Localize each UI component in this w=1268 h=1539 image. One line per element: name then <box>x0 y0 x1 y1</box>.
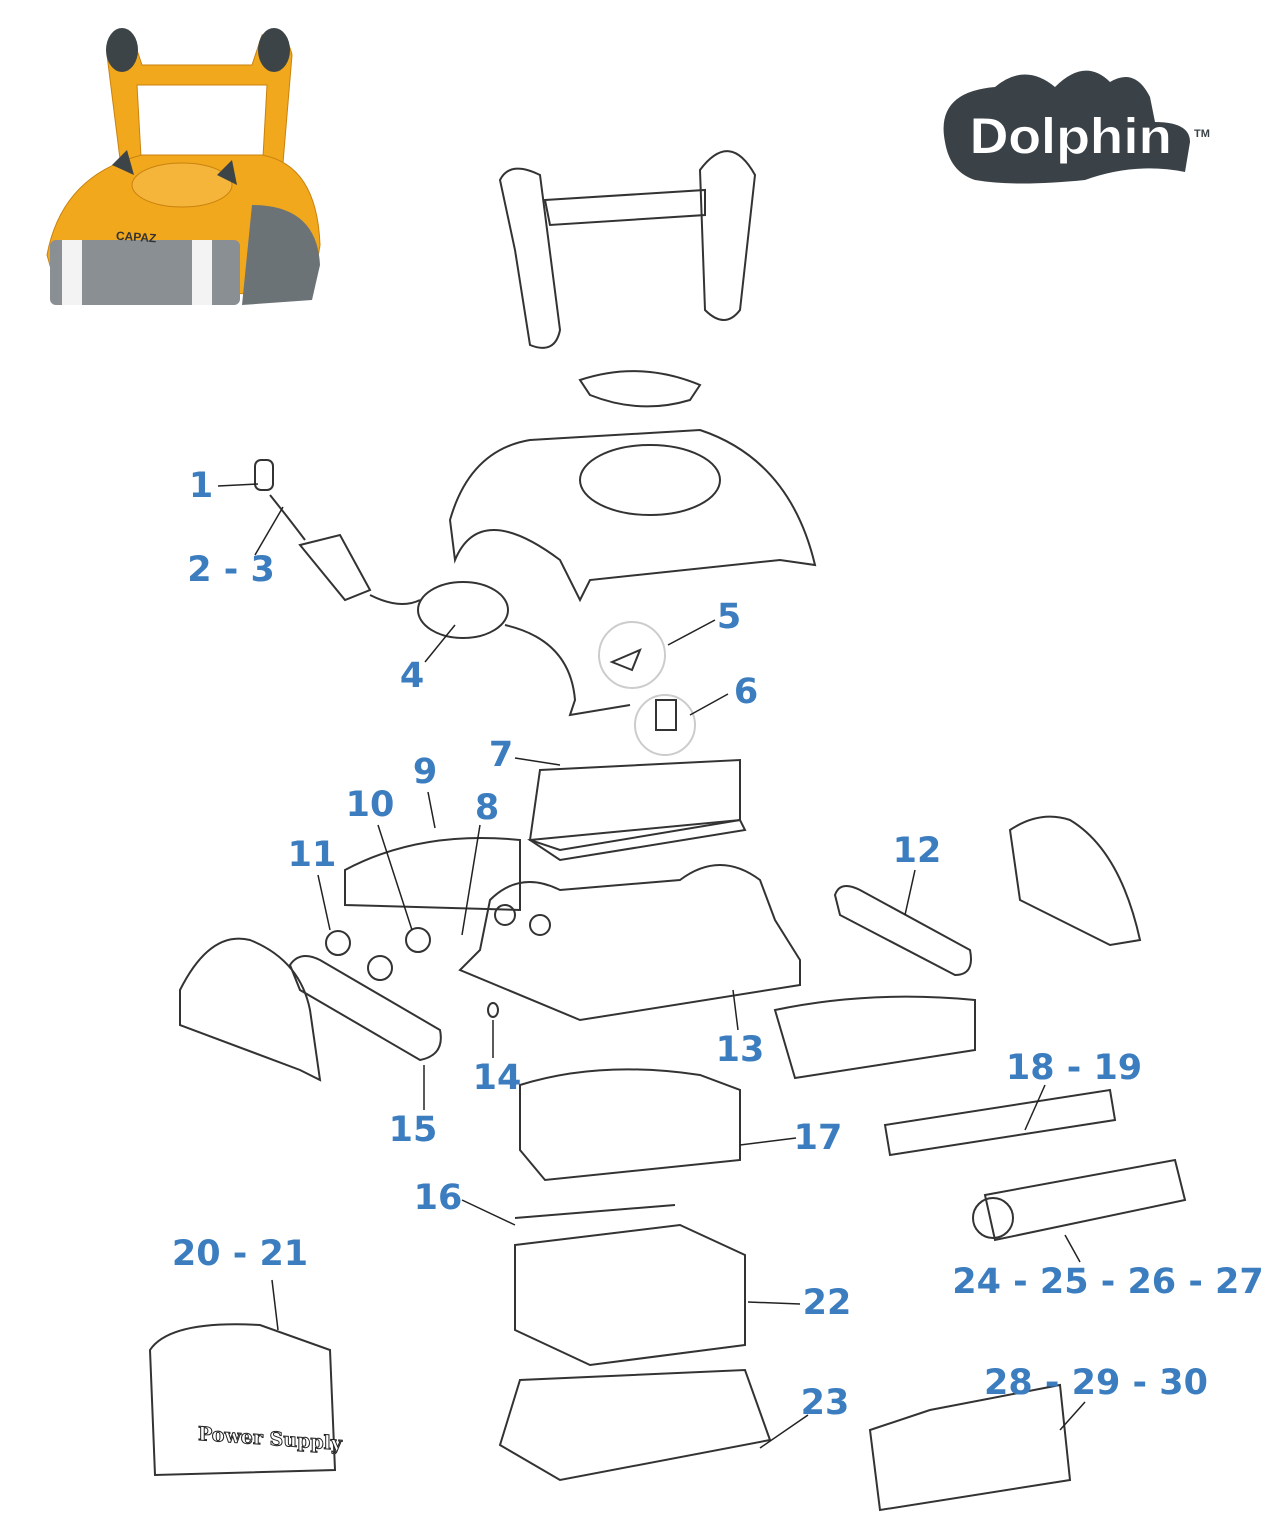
callout-16: 16 <box>413 1178 463 1218</box>
gear-part <box>405 927 431 953</box>
brush-end-part <box>972 1197 1014 1239</box>
gear-part <box>367 955 393 981</box>
chassis-part <box>458 864 801 1022</box>
cable-swivel-part <box>254 459 696 756</box>
right-track <box>833 885 972 977</box>
clip-part <box>514 1204 676 1219</box>
washer-part <box>487 1002 499 1018</box>
logo-text: Dolphin <box>967 107 1174 167</box>
callout-1: 1 <box>188 466 214 506</box>
callout-7: 7 <box>488 735 514 775</box>
right-side-cover <box>1008 815 1142 947</box>
callout-28-30: 28 - 29 - 30 <box>984 1363 1208 1403</box>
power-supply-part <box>148 1323 337 1477</box>
callout-22: 22 <box>802 1283 852 1323</box>
filter-cartridge-part <box>868 1383 1072 1512</box>
callout-14: 14 <box>472 1058 522 1098</box>
pva-roller-part <box>883 1088 1117 1157</box>
callout-12: 12 <box>892 831 942 871</box>
callout-8: 8 <box>474 788 500 828</box>
callout-17: 17 <box>793 1118 843 1158</box>
callout-15: 15 <box>388 1110 438 1150</box>
front-flap-part <box>344 837 521 912</box>
callout-10: 10 <box>345 785 395 825</box>
callout-9: 9 <box>412 752 438 792</box>
callout-11: 11 <box>287 835 337 875</box>
callout-5: 5 <box>716 597 742 637</box>
bottom-plate-part <box>498 1368 772 1482</box>
gear-part <box>325 930 351 956</box>
handle-part <box>498 150 757 349</box>
left-track <box>288 955 442 1062</box>
left-side-cover <box>179 937 322 1082</box>
filter-basket-part <box>519 1068 741 1182</box>
rear-flap-part <box>773 995 976 1080</box>
capaz-robot-image <box>46 28 321 305</box>
callout-20-21: 20 - 21 <box>171 1234 309 1274</box>
motor-unit-part <box>527 758 747 862</box>
bottom-cover-part <box>514 1223 746 1367</box>
callout-6: 6 <box>733 672 759 712</box>
callout-2-3: 2 - 3 <box>187 550 275 590</box>
dolphin-logo <box>943 70 1190 184</box>
leader-lines <box>217 483 1086 1449</box>
callout-23: 23 <box>800 1383 850 1423</box>
top-cover-part <box>448 370 817 603</box>
brush-roller-part <box>983 1158 1187 1242</box>
callout-13: 13 <box>715 1030 765 1070</box>
callout-24-27: 24 - 25 - 26 - 27 <box>952 1262 1264 1302</box>
callout-4: 4 <box>399 656 425 696</box>
trademark: TM <box>1194 128 1210 140</box>
callout-18-19: 18 - 19 <box>1005 1048 1143 1088</box>
